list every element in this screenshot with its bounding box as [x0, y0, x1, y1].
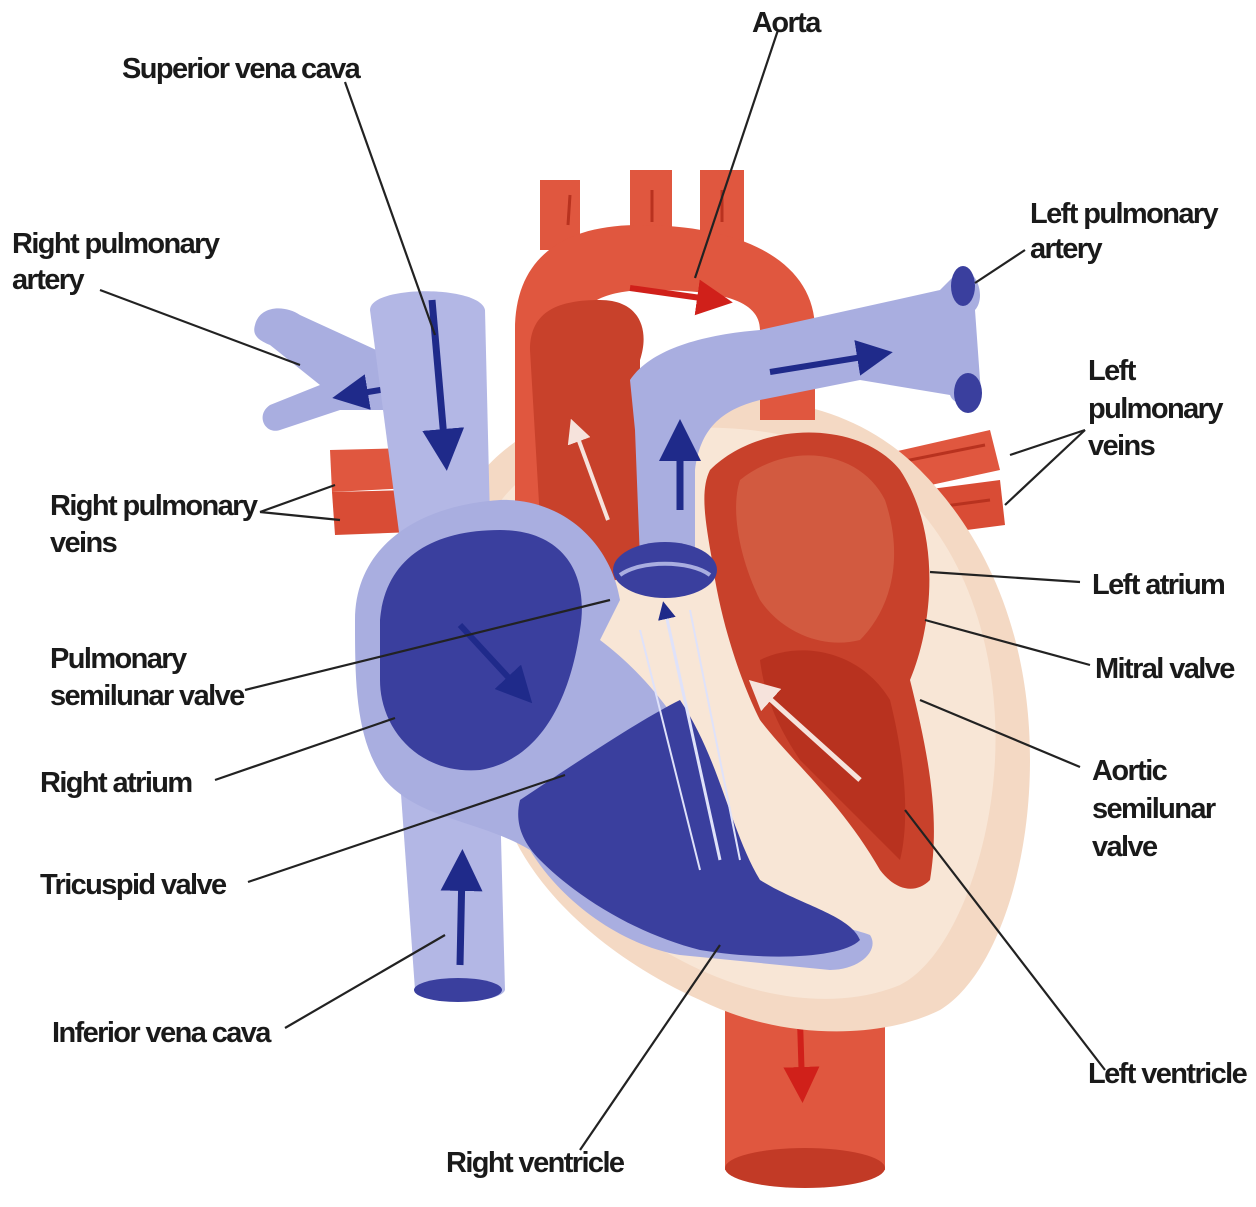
label-right-atrium: Right atrium — [40, 767, 192, 799]
pulmonary-valve — [613, 542, 717, 598]
label-right-pulmonary-artery-line2: artery — [12, 264, 84, 296]
label-left-atrium: Left atrium — [1092, 569, 1224, 601]
label-left-ventricle: Left ventricle — [1088, 1058, 1248, 1090]
label-right-pulmonary-artery-line1: Right pulmonary — [12, 228, 220, 260]
label-left-pulmonary-artery-line1: Left pulmonary — [1030, 198, 1219, 230]
label-pulmonary-semilunar-valve-line2: semilunar valve — [50, 680, 245, 712]
label-right-pulmonary-veins-line2: veins — [50, 527, 117, 559]
label-right-pulmonary-veins-line1: Right pulmonary — [50, 490, 258, 522]
label-aortic-semilunar-valve-line1: Aortic — [1092, 755, 1168, 787]
label-superior-vena-cava: Superior vena cava — [122, 53, 362, 85]
label-aortic-semilunar-valve-line2: semilunar — [1092, 793, 1216, 825]
label-mitral-valve: Mitral valve — [1095, 653, 1235, 685]
label-left-pulmonary-artery-line2: artery — [1030, 233, 1102, 265]
label-left-pulmonary-veins-line1: Left — [1088, 355, 1137, 387]
label-inferior-vena-cava: Inferior vena cava — [52, 1017, 272, 1049]
label-tricuspid-valve: Tricuspid valve — [40, 869, 227, 901]
label-left-pulmonary-veins-line2: pulmonary — [1088, 393, 1223, 425]
label-pulmonary-semilunar-valve-line1: Pulmonary — [50, 643, 187, 675]
label-aortic-semilunar-valve-line3: valve — [1092, 831, 1158, 863]
label-right-ventricle: Right ventricle — [446, 1147, 625, 1179]
label-left-pulmonary-veins-line3: veins — [1088, 430, 1155, 462]
label-aorta: Aorta — [752, 7, 822, 39]
